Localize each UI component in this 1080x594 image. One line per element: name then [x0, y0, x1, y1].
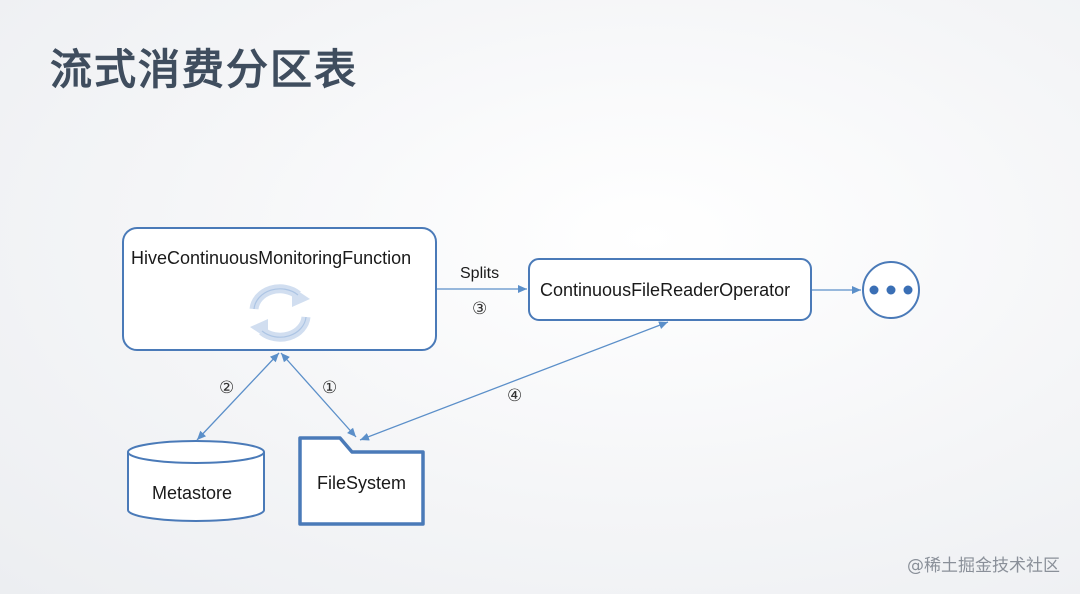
metastore-label: Metastore	[152, 483, 233, 503]
metastore-cylinder	[127, 440, 265, 522]
metastore-arrow	[196, 352, 280, 441]
page-title: 流式消费分区表	[50, 45, 359, 94]
filesystem-label: FileSystem	[317, 473, 407, 493]
watermark: @稀土掘金技术社区	[907, 556, 1060, 576]
filesystem-arrow	[280, 352, 357, 438]
file-reader-operator-box	[528, 258, 812, 321]
refresh-icon	[249, 284, 311, 342]
splits-label: Splits	[460, 265, 500, 282]
filesystem-folder	[298, 436, 425, 526]
reader-filesystem-arrow	[359, 321, 669, 441]
file-reader-operator-label: ContinuousFileReaderOperator	[540, 280, 791, 300]
step-1-label: ①	[322, 378, 338, 398]
step-2-label: ②	[219, 378, 235, 398]
step-4-label: ④	[507, 386, 523, 406]
step-3-label: ③	[472, 299, 488, 319]
monitoring-function-label: HiveContinuousMonitoringFunction	[131, 248, 412, 268]
ellipsis-icon	[862, 261, 920, 319]
